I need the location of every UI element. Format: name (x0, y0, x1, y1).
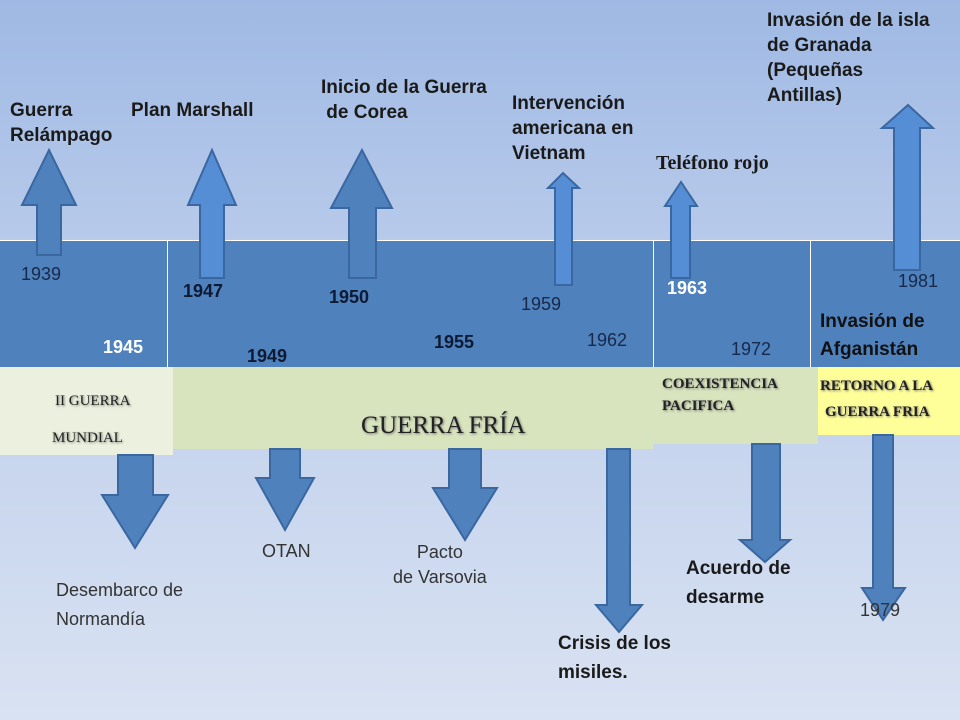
event-label: Inicio de la Guerra de Corea (321, 77, 487, 123)
arrow-down-icon (254, 448, 316, 533)
band-divider (810, 240, 811, 367)
year-label: 1963 (667, 278, 708, 298)
period-label: GUERRA FRÍA (361, 412, 526, 439)
event-label: Invasión de Afganistán (820, 311, 925, 360)
event-label: Teléfono rojo (656, 152, 769, 174)
year-label: 1939 (21, 264, 62, 284)
period-label: MUNDIAL (52, 430, 123, 446)
year-label: 1947 (183, 281, 224, 301)
event-label: Invasión de la isla de Granada (Pequeñas… (767, 10, 930, 106)
period-coexistence (653, 367, 818, 444)
event-label: Acuerdo de desarme (686, 558, 791, 608)
period-label: RETORNO A LA (820, 378, 934, 394)
arrow-down-icon (431, 448, 499, 542)
year-label: 1950 (329, 287, 370, 307)
arrow-down-icon (737, 443, 793, 564)
arrow-up-icon (879, 103, 936, 271)
year-label: 1972 (731, 339, 772, 359)
period-label: GUERRA FRIA (825, 404, 930, 420)
period-label: II GUERRA (55, 393, 131, 409)
period-ww2 (0, 367, 173, 455)
period-label: COEXISTENCIA (662, 376, 778, 392)
period-cold-war (173, 367, 653, 449)
year-label: 1962 (587, 330, 628, 350)
event-label: OTAN (262, 541, 311, 561)
period-label: PACIFICA (662, 398, 735, 414)
year-label: 1981 (898, 271, 939, 291)
arrow-down-icon (860, 434, 907, 622)
year-label: 1955 (434, 332, 475, 352)
arrow-up-icon (329, 147, 394, 279)
year-label: 1959 (521, 294, 562, 314)
event-label: Pacto de Varsovia (393, 542, 487, 587)
year-label: 1945 (103, 337, 144, 357)
event-label: Intervención americana en Vietnam (512, 93, 634, 164)
event-label: Crisis de los misiles. (558, 633, 671, 683)
period-return (818, 367, 960, 435)
arrow-up-icon (20, 147, 78, 256)
event-label: Desembarco de Normandía (56, 580, 184, 629)
year-label: 1949 (247, 346, 288, 366)
band-divider (653, 240, 654, 367)
arrow-down-icon (593, 448, 645, 634)
band-divider (167, 240, 168, 367)
year-label: 1979 (860, 600, 901, 620)
timeline-band (0, 240, 960, 368)
event-label: Guerra Relámpago (10, 100, 113, 146)
arrow-up-icon (186, 147, 238, 279)
arrow-up-icon (663, 180, 699, 279)
arrow-down-icon (100, 454, 170, 550)
event-label: Plan Marshall (131, 100, 254, 121)
arrow-up-icon (545, 171, 582, 286)
